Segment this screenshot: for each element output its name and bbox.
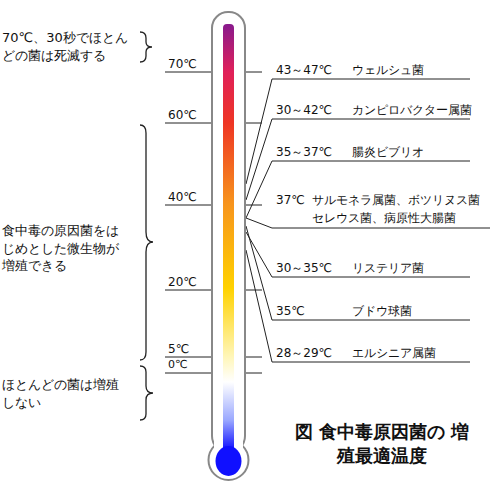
- thermometer: [209, 12, 249, 480]
- temperature-label: 35℃: [276, 303, 305, 319]
- bacteria-name: エルシニア属菌: [352, 345, 436, 361]
- scale-label: 60℃: [168, 107, 197, 123]
- temperature-label: 30～42℃: [276, 102, 332, 118]
- leader-lines: [246, 79, 272, 362]
- bacteria-name: カンピロバクター属菌: [352, 102, 472, 118]
- figure-caption: 図 食中毒原因菌の 増殖最適温度: [290, 420, 474, 469]
- temperature-label: 28～29℃: [276, 345, 332, 361]
- braces: [140, 32, 153, 420]
- bacteria-name: ウェルシュ菌: [352, 62, 424, 78]
- bacteria-name: サルモネラ属菌、ボツリヌス菌: [312, 192, 480, 208]
- note-text: 70℃、30秒でほとんどの菌は死滅する: [2, 29, 128, 64]
- scale-label: 0℃: [168, 358, 187, 373]
- temperature-label: 37℃: [276, 192, 305, 208]
- temperature-label: 35～37℃: [276, 144, 332, 160]
- bacteria-name: リステリア菌: [352, 260, 424, 276]
- note-text: 食中毒の原因菌をはじめとした微生物が増殖できる: [2, 222, 124, 275]
- bacteria-name: ブドウ球菌: [352, 303, 412, 319]
- bacteria-name: 腸炎ビブリオ: [352, 144, 424, 160]
- note-text: ほとんどの菌は増殖しない: [2, 376, 124, 411]
- scale-label: 5℃: [168, 341, 189, 357]
- label-underlines: [272, 79, 490, 362]
- bacteria-name: セレウス菌、病原性大腸菌: [312, 210, 456, 226]
- temperature-label: 30～35℃: [276, 260, 332, 276]
- scale-label: 70℃: [168, 56, 197, 72]
- scale-label: 20℃: [168, 274, 197, 290]
- scale-label: 40℃: [168, 189, 197, 205]
- temperature-label: 43～47℃: [276, 62, 332, 78]
